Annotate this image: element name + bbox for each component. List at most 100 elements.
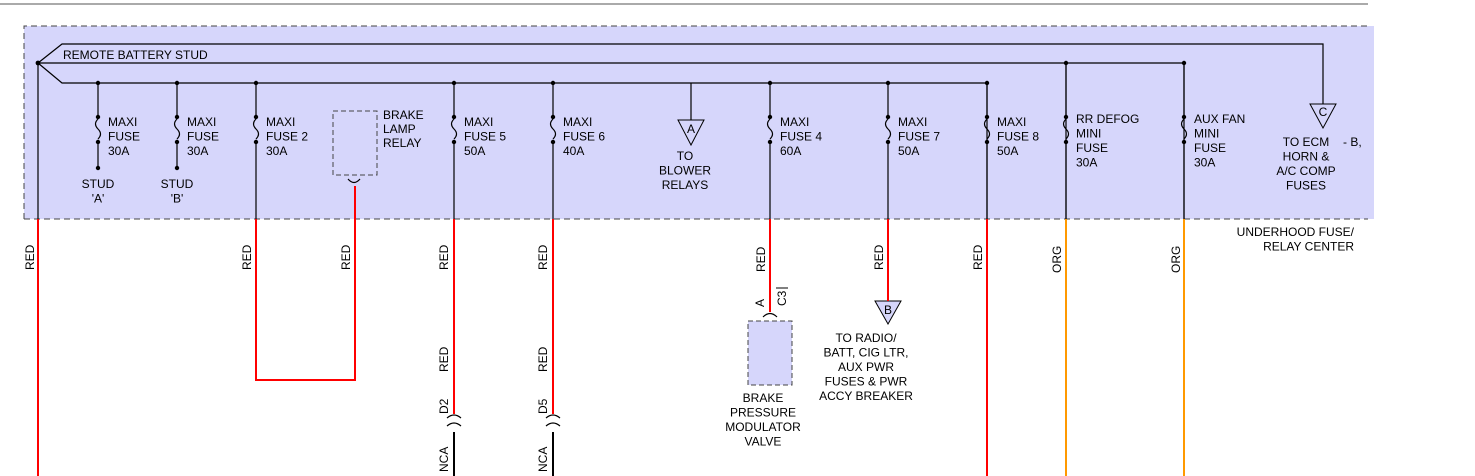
- connector-c-letter: C: [1319, 105, 1328, 119]
- connector-c-line: TO ECM: [1283, 135, 1329, 149]
- fuse-terminal-dot: [253, 114, 259, 120]
- fuse-label-line: FUSE 5: [464, 130, 506, 144]
- modulator-label-line: BRAKE: [743, 391, 784, 405]
- relay-label-line: RELAY: [383, 136, 421, 150]
- connector-b-line: TO RADIO/: [835, 331, 897, 345]
- brake-lamp-relay: [332, 110, 378, 176]
- wire-color-fuse4: RED: [754, 246, 768, 272]
- connector-c-line: HORN &: [1283, 150, 1330, 164]
- fuse-label-line: MAXI: [563, 115, 592, 129]
- stud-label-line: 'B': [171, 192, 184, 206]
- wire-color-fuse7: RED: [872, 244, 886, 270]
- modulator-pin: A: [753, 299, 767, 307]
- fuse-label-line: MINI: [1194, 127, 1219, 141]
- connector-a-letter: A: [687, 122, 695, 136]
- modulator-terminal-icon: [762, 312, 778, 318]
- stud-dot: [174, 165, 180, 171]
- fuse-terminal-dot: [550, 114, 556, 120]
- stud-label-line: 'A': [92, 192, 105, 206]
- inline-connector-icons: [446, 414, 561, 427]
- modulator-label-line: PRESSURE: [730, 406, 796, 420]
- fuse-icon: [1180, 118, 1188, 140]
- fuse-icon: [252, 118, 260, 140]
- wire-color-aux-fan: ORG: [1169, 246, 1183, 273]
- fuse-icon: [549, 118, 557, 140]
- relay-label-line: BRAKE: [383, 108, 424, 122]
- bus-label: REMOTE BATTERY STUD: [63, 48, 208, 62]
- relay-terminal-icon: [347, 178, 361, 184]
- fuse-center-label-line: UNDERHOOD FUSE/: [1237, 225, 1355, 239]
- d2-pin: D2: [437, 398, 451, 414]
- fuse-center-label: UNDERHOOD FUSE/RELAY CENTER: [1237, 225, 1355, 254]
- connector-b-line: AUX PWR: [838, 360, 894, 374]
- fuse-icon: [1062, 118, 1070, 140]
- connector-c-triangle-icon: [1309, 103, 1337, 130]
- fuse-label-line: FUSE 4: [780, 130, 822, 144]
- wire-color-fuse5: RED: [437, 244, 451, 270]
- connector-a-line: TO: [677, 149, 693, 163]
- stud-label-line: STUD: [82, 177, 115, 191]
- fuse-icon: [173, 118, 181, 140]
- bus-junction: [35, 60, 41, 66]
- fuse-label-line: 50A: [997, 144, 1018, 158]
- fuse-icon: [766, 118, 774, 140]
- fuse-label-line: AUX FAN: [1194, 112, 1245, 126]
- wire-color-fuse8: RED: [971, 244, 985, 270]
- modulator-label-line: VALVE: [745, 435, 782, 449]
- wire-color-relay: RED: [339, 244, 353, 270]
- fuse-label-line: 40A: [563, 144, 584, 158]
- connector-a-line: RELAYS: [662, 178, 708, 192]
- connector-b-letter: B: [884, 303, 892, 317]
- fuse-icon: [450, 118, 458, 140]
- fuse-label-line: MINI: [1076, 127, 1101, 141]
- fuse-label-line: MAXI: [780, 115, 809, 129]
- fuse-label-line: MAXI: [997, 115, 1026, 129]
- stud-label: STUD'B': [161, 177, 194, 206]
- fuse-terminal-dot: [885, 114, 891, 120]
- fuse-label-line: FUSE 8: [997, 130, 1039, 144]
- fuse-label-line: MAXI: [108, 115, 137, 129]
- fuse-icon: [94, 118, 102, 140]
- fuse-label-line: RR DEFOG: [1076, 112, 1139, 126]
- fuse-center-label-line: RELAY CENTER: [1263, 240, 1354, 254]
- connector-b-line: BATT, CIG LTR,: [824, 346, 909, 360]
- fuse-label-line: MAXI: [266, 115, 295, 129]
- fuse-terminal-dot: [95, 114, 101, 120]
- fuse-label-line: 30A: [266, 144, 287, 158]
- wire-color-fuse6: RED: [536, 244, 550, 270]
- fuse-label-line: FUSE: [1194, 141, 1226, 155]
- fuse-label-line: 30A: [1194, 156, 1215, 170]
- fuse-label-line: 60A: [780, 144, 801, 158]
- stud-label-line: STUD: [161, 177, 194, 191]
- fuse-label-line: 30A: [108, 144, 129, 158]
- fuse-label-line: FUSE 2: [266, 130, 308, 144]
- d5-pin: D5: [536, 398, 550, 414]
- fuse-terminal-dot: [1181, 114, 1187, 120]
- fuse-terminal-dot: [174, 114, 180, 120]
- wire-color-rr-defog: ORG: [1050, 246, 1064, 273]
- d2-nca: NCA: [437, 447, 451, 472]
- fuse-icon: [983, 118, 991, 140]
